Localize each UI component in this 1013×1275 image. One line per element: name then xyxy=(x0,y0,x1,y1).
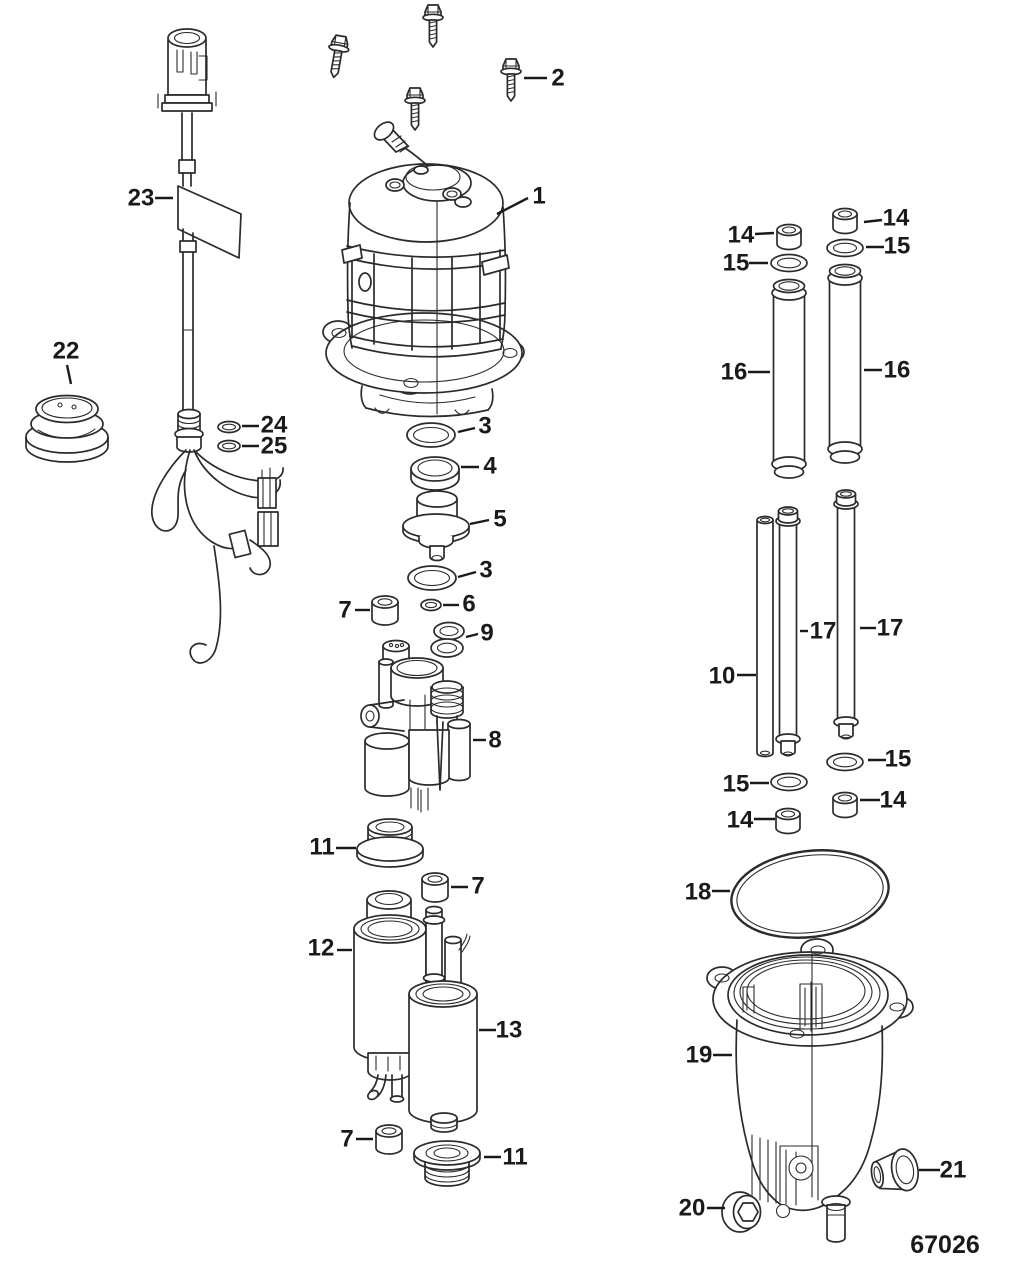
callout-o-ring-15-lm: 15 xyxy=(723,771,750,798)
callout-float-cap-leader xyxy=(65,364,73,385)
callout-bushing-14-rt: 14 xyxy=(883,205,910,232)
part-18-o-ring xyxy=(730,849,890,939)
callout-bushing-14-lm: 14 xyxy=(727,807,754,834)
part-14-bushing-left-top xyxy=(776,223,802,251)
part-3-o-ring-upper xyxy=(406,422,456,448)
callout-bushing-14-rt-leader xyxy=(863,218,883,224)
callout-o-ring-18: 18 xyxy=(685,879,712,906)
callout-locknut-11a: 11 xyxy=(309,834,334,861)
part-16-tube-right xyxy=(827,263,863,464)
callout-spacer-7a: 7 xyxy=(338,597,351,624)
part-21-grommet xyxy=(870,1148,920,1192)
callout-o-ring-3b: 3 xyxy=(479,557,492,584)
part-24-o-ring xyxy=(217,420,241,434)
part-1-fuel-pump-module xyxy=(322,121,525,418)
part-9-o-rings xyxy=(430,621,465,658)
callout-drain-plug-20: 20 xyxy=(679,1195,706,1222)
part-7-spacer-a xyxy=(371,595,399,626)
callout-locknut-11b: 11 xyxy=(502,1144,527,1171)
part-20-drain-plug xyxy=(721,1191,762,1233)
callout-float-cap: 22 xyxy=(53,338,80,365)
part-17-tube-b xyxy=(833,489,859,740)
callout-spacer-7b: 7 xyxy=(471,873,484,900)
callout-o-ring-3a: 3 xyxy=(478,413,491,440)
callout-tube-10: 10 xyxy=(709,663,736,690)
callout-o-rings-9: 9 xyxy=(480,620,493,647)
callout-bushing-14-rm: 14 xyxy=(880,787,907,814)
callout-o-ring-15-rt: 15 xyxy=(884,233,911,260)
callout-bushing-14-lt-leader xyxy=(754,231,775,236)
callout-o-ring-15-rm: 15 xyxy=(885,746,912,773)
part-16-tube-left xyxy=(771,278,807,479)
part-14-bushing-right-mid xyxy=(832,791,858,819)
part-14-bushing-left-mid xyxy=(775,807,801,835)
part-11-locknut-lower xyxy=(413,1140,481,1187)
callout-harness: 23 xyxy=(128,185,155,212)
callout-regulator-5-leader xyxy=(469,518,490,526)
callout-bushing-14-lt: 14 xyxy=(728,222,755,249)
callout-filter-bowl-19: 19 xyxy=(686,1042,713,1069)
callout-seal-4: 4 xyxy=(483,453,497,480)
part-25-o-ring xyxy=(217,439,241,453)
callout-grommet-21: 21 xyxy=(940,1157,967,1184)
callout-o-ring-6: 6 xyxy=(462,591,475,618)
callout-o-ring-25: 25 xyxy=(261,433,288,460)
callout-fuel-pump-13: 13 xyxy=(496,1017,523,1044)
part-15-o-ring-right-top xyxy=(826,238,864,258)
callout-tube-16-l: 16 xyxy=(721,359,748,386)
callout-pump-module: 1 xyxy=(532,183,545,210)
part-13-fuel-pump xyxy=(408,905,478,1133)
callout-tube-16-r: 16 xyxy=(884,357,911,384)
part-22-float-cap xyxy=(25,394,109,463)
part-17-tube-a xyxy=(775,506,801,757)
callout-pump-module-leader xyxy=(496,196,529,216)
callout-bracket-8: 8 xyxy=(488,727,501,754)
part-19-filter-bowl xyxy=(706,938,914,1243)
part-4-seal xyxy=(410,456,460,491)
diagram-code: 67026 xyxy=(910,1231,980,1259)
part-15-o-ring-right-mid xyxy=(826,752,864,772)
part-15-o-ring-left-top xyxy=(770,253,808,273)
part-7-spacer-b xyxy=(421,872,449,903)
callout-o-ring-24: 24 xyxy=(261,412,288,439)
part-12-fuel-pump xyxy=(353,890,427,1103)
part-6-o-ring xyxy=(420,598,442,612)
part-5-pressure-regulator xyxy=(402,490,470,562)
callout-regulator-5: 5 xyxy=(493,506,506,533)
callout-fuel-pump-12: 12 xyxy=(308,935,335,962)
part-10-tube xyxy=(756,515,774,758)
part-15-o-ring-left-mid xyxy=(770,772,808,792)
callout-layer: 2123222425345367981171213711141516141516… xyxy=(53,65,967,1222)
callout-o-ring-3a-leader xyxy=(457,426,476,434)
part-23-wire-harness xyxy=(151,28,284,664)
part-3-o-ring-lower xyxy=(407,565,457,591)
callout-o-ring-3b-leader xyxy=(457,570,477,579)
callout-o-rings-9-leader xyxy=(465,632,479,639)
part-2-screws xyxy=(323,4,522,131)
callout-screw: 2 xyxy=(551,65,564,92)
part-8-pump-bracket xyxy=(360,639,471,813)
part-7-spacer-c xyxy=(375,1124,403,1155)
part-11-locknut-upper xyxy=(356,818,424,868)
callout-tube-17-a: 17 xyxy=(810,618,837,645)
part-14-bushing-right-top xyxy=(832,207,858,235)
callout-spacer-7c: 7 xyxy=(340,1126,353,1153)
callout-o-ring-15-lt: 15 xyxy=(723,250,750,277)
callout-tube-17-b: 17 xyxy=(877,615,904,642)
